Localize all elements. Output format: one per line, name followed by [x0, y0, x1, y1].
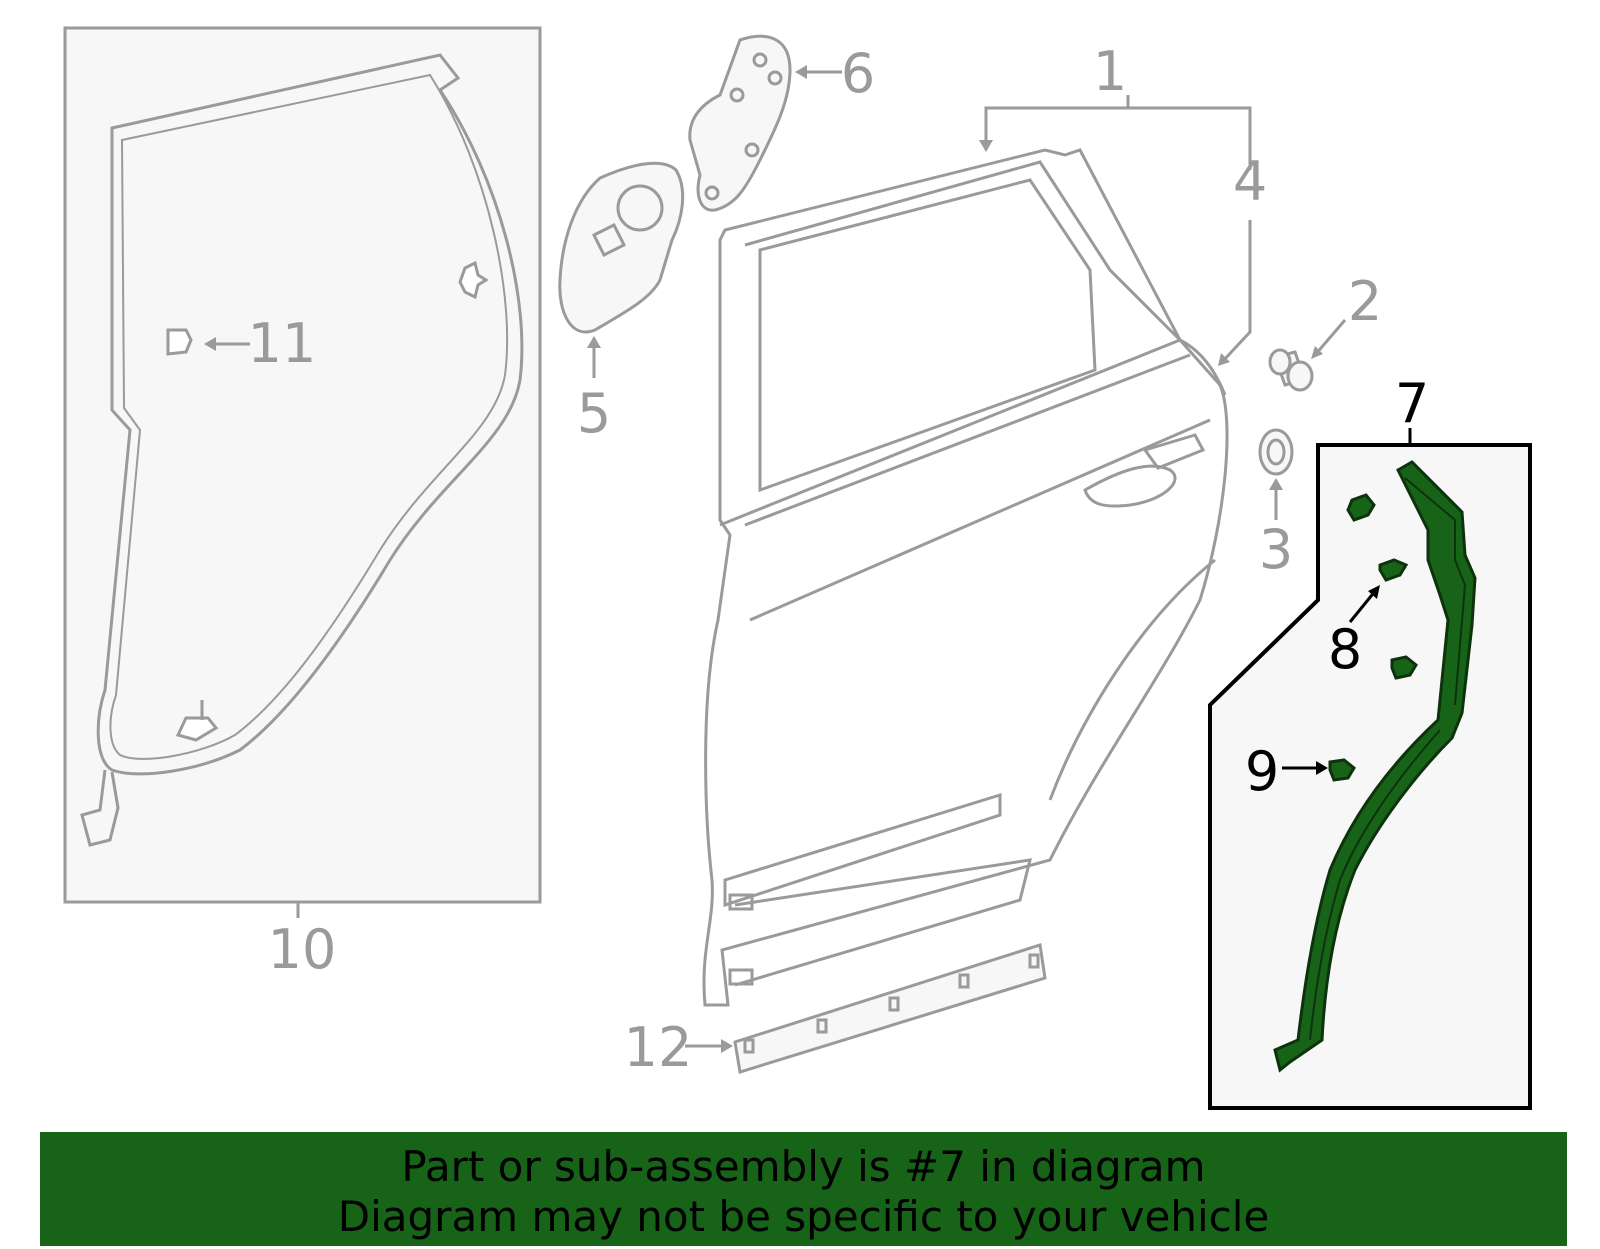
callout-7: 7: [1395, 372, 1429, 435]
banner-line-2: Diagram may not be specific to your vehi…: [337, 1192, 1270, 1241]
callout-2: 2: [1348, 270, 1382, 333]
callout-9: 9: [1245, 740, 1279, 803]
callout-6: 6: [841, 42, 875, 105]
callout-12: 12: [624, 1016, 693, 1079]
bushing-2: [1268, 319, 1347, 392]
callout-1: 1: [1093, 40, 1127, 103]
weatherstrip-panel: [63, 26, 542, 918]
callout-4: 4: [1233, 150, 1267, 213]
lower-molding-12: [685, 943, 1047, 1074]
banner-line-1: Part or sub-assembly is #7 in diagram: [401, 1142, 1206, 1191]
notice-banner: Part or sub-assembly is #7 in diagram Di…: [40, 1132, 1567, 1246]
clip-icon: [1328, 493, 1418, 782]
callout-3: 3: [1259, 518, 1293, 581]
rear-door-shell: [702, 95, 1252, 1007]
weatherstrip-clip-icon: [166, 260, 489, 742]
door-weatherstrip-outline: [96, 53, 524, 776]
door-module-bracket-5: [558, 161, 685, 378]
grommet-3: [1258, 428, 1294, 520]
callout-8: 8: [1328, 618, 1362, 681]
door-module-bracket-6: [688, 34, 842, 212]
sash-trim-part-7: [1273, 460, 1477, 1073]
callout-5: 5: [577, 382, 611, 445]
callout-10: 10: [268, 918, 337, 981]
callout-11: 11: [248, 312, 317, 375]
sash-trim-panel: [1208, 428, 1532, 1110]
